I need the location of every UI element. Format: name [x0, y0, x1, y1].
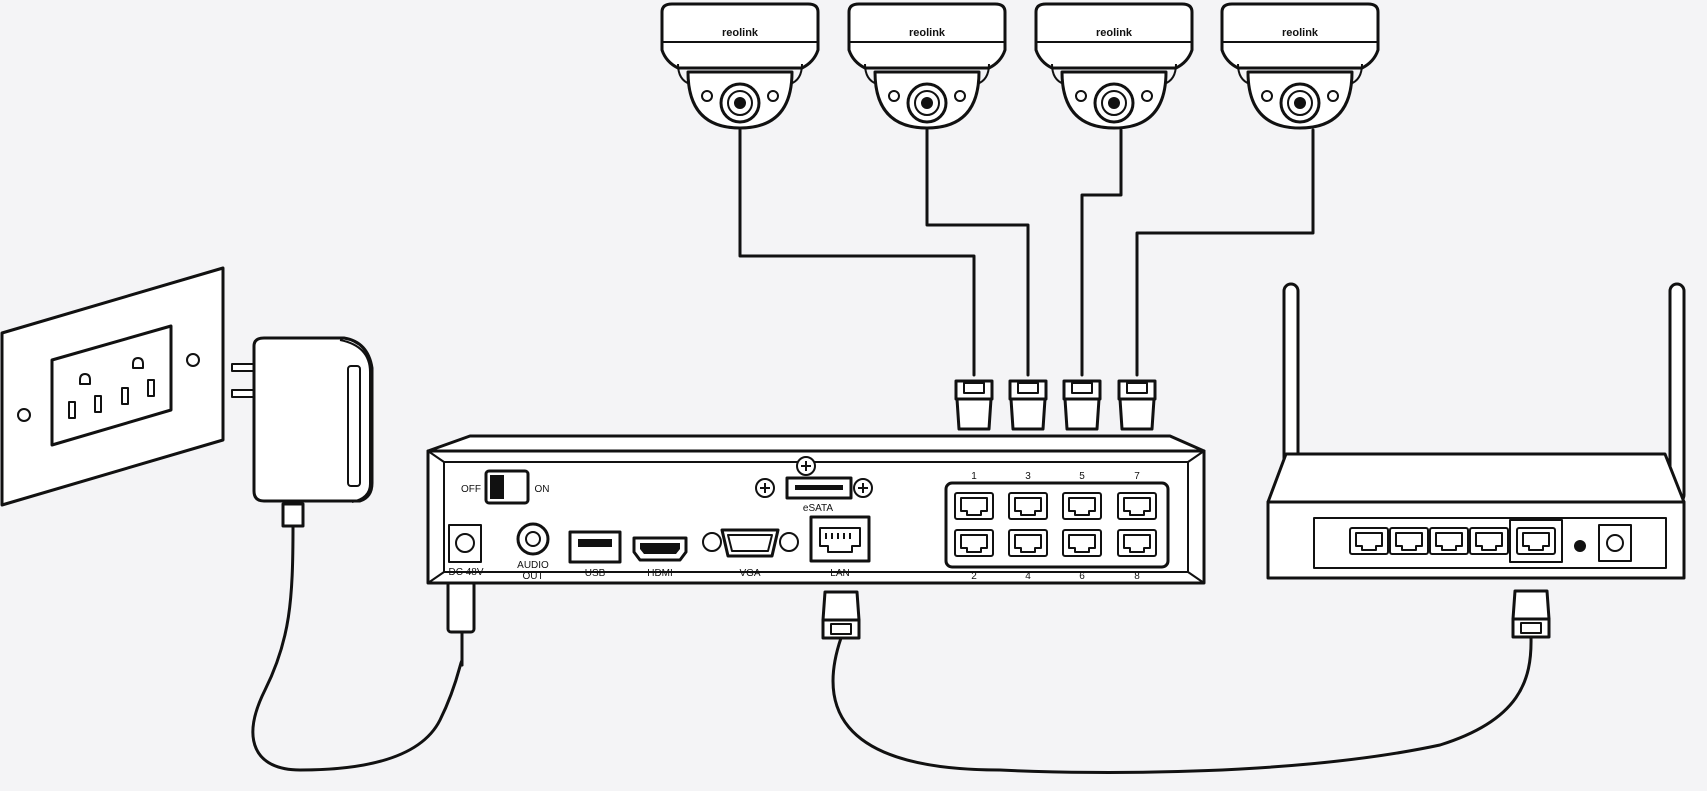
switch-off-label: OFF — [461, 484, 481, 495]
esata-label: eSATA — [803, 503, 834, 514]
camera-2: reolink — [847, 2, 1007, 130]
nvr-lan-plug — [821, 590, 861, 640]
hdmi-port[interactable] — [632, 536, 688, 562]
vga-port[interactable] — [702, 528, 799, 558]
camera-plug-4 — [1117, 379, 1157, 431]
poe-number-5: 5 — [1079, 471, 1085, 482]
camera-plug-3 — [1062, 379, 1102, 431]
usb-label: USB — [585, 568, 606, 579]
router-lan-port-3[interactable] — [1429, 527, 1469, 555]
poe-number-6: 6 — [1079, 571, 1085, 582]
camera-brand-logo: reolink — [1282, 27, 1319, 39]
router-lan-plug — [1511, 589, 1551, 639]
poe-port-8[interactable] — [1117, 529, 1157, 557]
dc-48v-label: DC 48V — [448, 567, 483, 578]
audio-out-port[interactable] — [516, 522, 550, 556]
camera-brand-logo: reolink — [909, 27, 946, 39]
poe-port-3[interactable] — [1008, 492, 1048, 520]
dc-power-port[interactable] — [448, 524, 482, 563]
poe-port-2[interactable] — [954, 529, 994, 557]
poe-number-1: 1 — [971, 471, 977, 482]
camera-brand-logo: reolink — [1096, 27, 1133, 39]
camera-plug-2 — [1008, 379, 1048, 431]
router-lan-port-2[interactable] — [1389, 527, 1429, 555]
switch-on-label: ON — [535, 484, 550, 495]
camera-plug-1 — [954, 379, 994, 431]
power-adapter — [231, 336, 374, 528]
camera-cable-3 — [1080, 128, 1123, 377]
poe-port-block — [944, 481, 1170, 569]
poe-port-5[interactable] — [1062, 492, 1102, 520]
lan-cable — [831, 635, 1533, 774]
poe-number-8: 8 — [1134, 571, 1140, 582]
hdmi-label: HDMI — [647, 568, 673, 579]
router-lan-port-4[interactable] — [1469, 527, 1509, 555]
camera-4: reolink — [1220, 2, 1380, 130]
router-reset-button[interactable] — [1574, 540, 1586, 552]
audio-label-line1: AUDIO — [517, 560, 549, 571]
router-power-port[interactable] — [1598, 524, 1632, 562]
power-switch[interactable] — [484, 469, 530, 505]
router-wan-port[interactable] — [1516, 527, 1556, 555]
camera-cable-4 — [1135, 128, 1315, 377]
lan-port[interactable] — [809, 515, 871, 563]
router-lan-port-1[interactable] — [1349, 527, 1389, 555]
poe-port-4[interactable] — [1008, 529, 1048, 557]
camera-3: reolink — [1034, 2, 1194, 130]
poe-number-3: 3 — [1025, 471, 1031, 482]
usb-port[interactable] — [568, 530, 622, 564]
poe-port-6[interactable] — [1062, 529, 1102, 557]
audio-label-line2: OUT — [522, 571, 543, 582]
poe-number-2: 2 — [971, 571, 977, 582]
camera-brand-logo: reolink — [722, 27, 759, 39]
camera-cable-2 — [925, 128, 1030, 377]
camera-1: reolink — [660, 2, 820, 130]
poe-port-7[interactable] — [1117, 492, 1157, 520]
poe-number-7: 7 — [1134, 471, 1140, 482]
vga-label: VGA — [739, 568, 760, 579]
poe-number-4: 4 — [1025, 571, 1031, 582]
poe-port-1[interactable] — [954, 492, 994, 520]
lan-label: LAN — [830, 568, 849, 579]
esata-port[interactable] — [755, 456, 873, 500]
power-cable — [251, 524, 464, 772]
camera-cable-1 — [738, 128, 976, 377]
wall-outlet — [0, 266, 225, 507]
